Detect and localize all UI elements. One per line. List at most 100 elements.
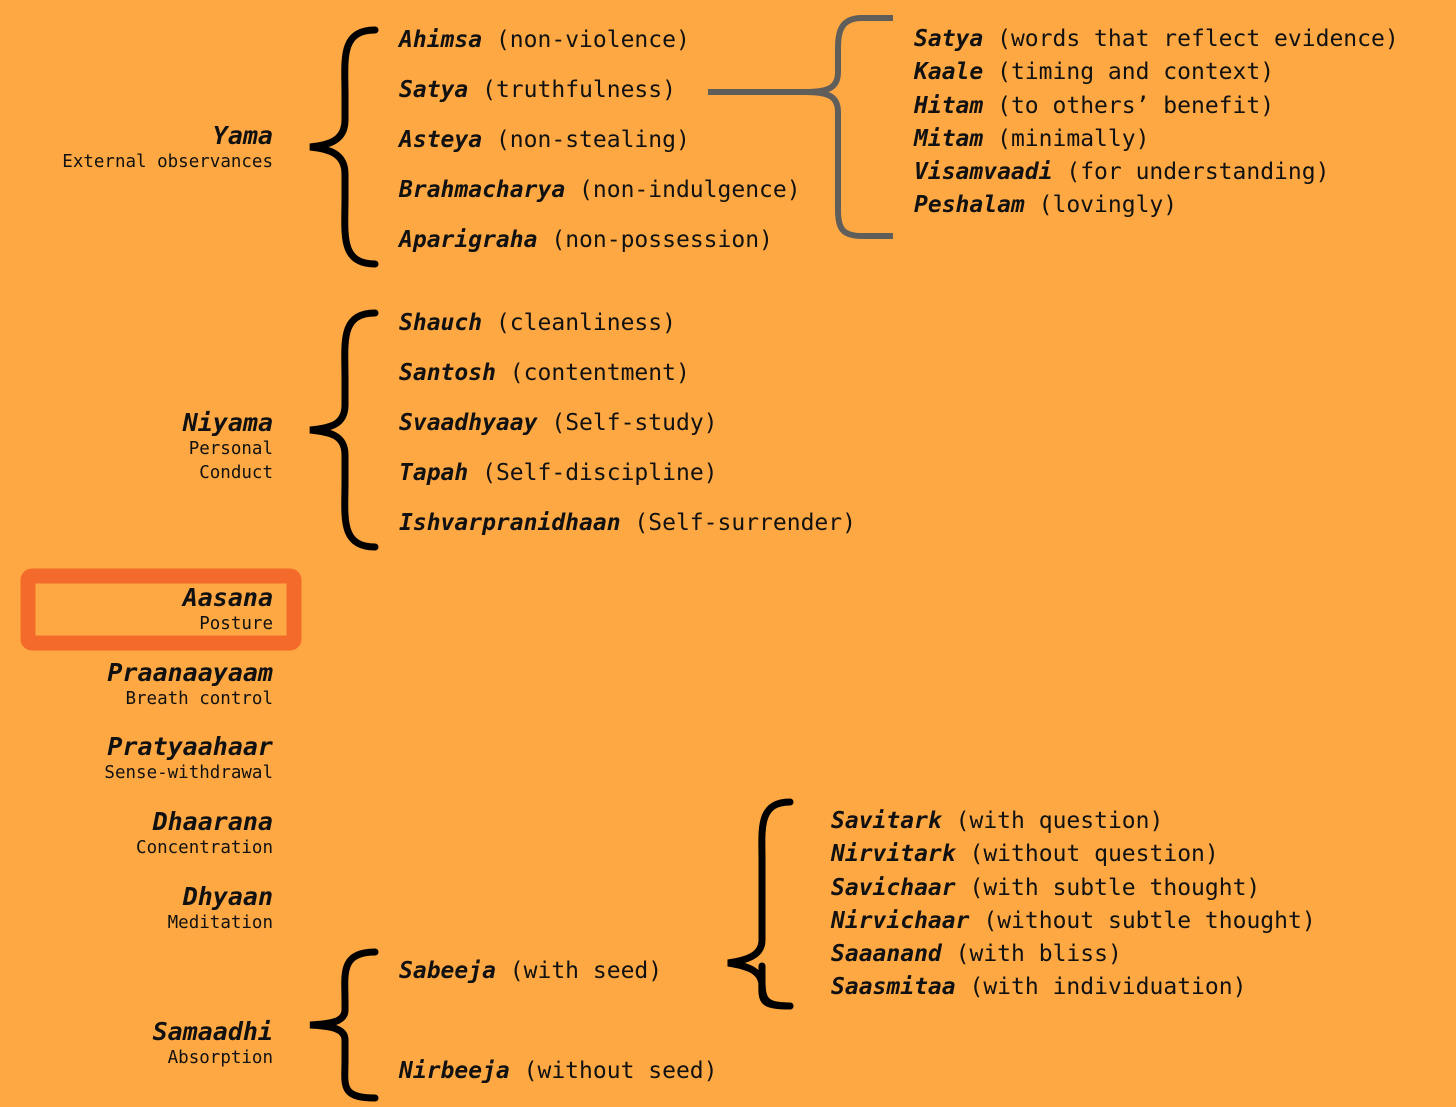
- item-meaning: (without subtle thought): [983, 907, 1316, 934]
- item-meaning: (with subtle thought): [969, 874, 1261, 901]
- limb-desc-line: Conduct: [199, 463, 273, 483]
- yama-item: Asteya (non-stealing): [399, 126, 690, 154]
- samaadhi-brace: [309, 948, 379, 1102]
- item-term: Satya: [914, 26, 984, 52]
- item-meaning: (for understanding): [1066, 159, 1330, 186]
- item-meaning: (timing and context): [997, 59, 1275, 86]
- limb-name: Pratyaahaar: [107, 732, 273, 761]
- item-meaning: (non-possession): [551, 227, 773, 253]
- limb-yama: Yama External observances: [62, 122, 273, 174]
- sabeeja-sub-item: Saasmitaa (with individuation): [831, 971, 1316, 1004]
- item-meaning: (with seed): [509, 958, 663, 984]
- item-term: Hitam: [914, 92, 984, 119]
- item-meaning: (without question): [969, 841, 1219, 868]
- item-meaning: (words that reflect evidence): [997, 26, 1399, 52]
- item-meaning: (with individuation): [969, 974, 1247, 1001]
- item-meaning: (minimally): [997, 125, 1150, 152]
- item-meaning: (cleanliness): [495, 310, 676, 336]
- sabeeja-sub-item: Saaanand (with bliss): [831, 938, 1316, 971]
- item-term: Santosh: [399, 360, 496, 386]
- yama-item: Satya (truthfulness): [399, 76, 676, 104]
- item-term: Ishvarpranidhaan: [399, 510, 621, 536]
- limb-desc: Posture: [199, 614, 273, 634]
- limb-desc: Concentration: [136, 838, 273, 858]
- limb-niyama: Niyama Personal Conduct: [183, 409, 273, 485]
- item-meaning: (Self-study): [551, 410, 718, 436]
- satya-sub-list: Satya (words that reflect evidence) Kaal…: [914, 23, 1399, 223]
- niyama-item: Tapah (Self-discipline): [399, 459, 718, 487]
- item-meaning: (Self-surrender): [634, 510, 856, 536]
- limb-desc: Sense-withdrawal: [104, 763, 273, 783]
- item-meaning: (with question): [955, 808, 1164, 834]
- limb-name: Niyama: [182, 408, 273, 437]
- limb-praanaayaam: Praanaayaam Breath control: [107, 659, 273, 711]
- item-term: Savichaar: [831, 874, 956, 901]
- item-term: Asteya: [399, 127, 483, 153]
- item-term: Tapah: [399, 460, 469, 486]
- item-meaning: (without seed): [523, 1058, 718, 1084]
- item-term: Nirbeeja: [399, 1058, 510, 1084]
- limb-dhaarana: Dhaarana Concentration: [136, 808, 273, 860]
- satya-sub-item: Peshalam (lovingly): [914, 189, 1399, 222]
- item-term: Nirvitark: [831, 841, 956, 868]
- item-term: Visamvaadi: [914, 159, 1053, 186]
- satya-sub-item: Satya (words that reflect evidence): [914, 23, 1399, 56]
- limb-aasana: Aasana Posture: [183, 584, 273, 636]
- item-term: Brahmacharya: [399, 177, 566, 203]
- item-term: Kaale: [914, 59, 984, 86]
- niyama-item: Shauch (cleanliness): [399, 309, 676, 337]
- niyama-item: Ishvarpranidhaan (Self-surrender): [399, 509, 856, 537]
- sabeeja-sub-item: Nirvichaar (without subtle thought): [831, 905, 1316, 938]
- limb-name: Aasana: [182, 583, 273, 612]
- item-meaning: (non-violence): [495, 27, 690, 53]
- item-term: Nirvichaar: [831, 907, 970, 934]
- satya-brace: [802, 15, 893, 239]
- satya-sub-item: Kaale (timing and context): [914, 56, 1399, 89]
- item-term: Ahimsa: [399, 27, 483, 53]
- limb-name: Yama: [212, 121, 273, 150]
- sabeeja-sub-list: Savitark (with question) Nirvitark (with…: [831, 805, 1316, 1005]
- niyama-item: Santosh (contentment): [399, 359, 690, 387]
- limb-desc: Breath control: [125, 689, 273, 709]
- limb-dhyaan: Dhyaan Meditation: [168, 883, 273, 935]
- item-term: Sabeeja: [399, 958, 496, 984]
- satya-sub-item: Mitam (minimally): [914, 123, 1399, 156]
- niyama-item: Svaadhyaay (Self-study): [399, 409, 718, 437]
- limb-name: Praanaayaam: [107, 658, 273, 687]
- satya-sub-item: Hitam (to others’ benefit): [914, 90, 1399, 123]
- samaadhi-item: Nirbeeja (without seed): [399, 1057, 718, 1085]
- limb-samaadhi: Samaadhi Absorption: [153, 1018, 273, 1070]
- sabeeja-sub-item: Savitark (with question): [831, 805, 1316, 838]
- aasana-highlight-box: [20, 568, 302, 651]
- limb-desc-line: Personal: [188, 439, 273, 459]
- item-term: Savitark: [831, 808, 942, 834]
- samaadhi-item: Sabeeja (with seed): [399, 957, 662, 985]
- sabeeja-sub-item: Nirvitark (without question): [831, 838, 1316, 871]
- item-meaning: (lovingly): [1038, 192, 1178, 219]
- item-meaning: (to others’ benefit): [997, 92, 1275, 119]
- satya-sub-item: Visamvaadi (for understanding): [914, 156, 1399, 189]
- item-term: Satya: [399, 77, 469, 103]
- item-term: Mitam: [914, 125, 984, 152]
- limb-desc: External observances: [62, 152, 273, 172]
- limb-desc: Absorption: [167, 1048, 273, 1068]
- yama-item: Aparigraha (non-possession): [399, 226, 773, 254]
- item-meaning: (truthfulness): [482, 77, 676, 103]
- limb-desc: Meditation: [167, 913, 273, 933]
- item-meaning: (with bliss): [955, 941, 1122, 968]
- item-meaning: (non-indulgence): [579, 177, 801, 203]
- item-term: Svaadhyaay: [399, 410, 538, 436]
- item-term: Aparigraha: [399, 227, 538, 253]
- item-term: Saasmitaa: [831, 974, 956, 1001]
- limb-pratyaahaar: Pratyaahaar Sense-withdrawal: [104, 733, 273, 785]
- niyama-brace: [309, 309, 379, 551]
- item-meaning: (Self-discipline): [482, 460, 718, 486]
- item-term: Peshalam: [914, 192, 1025, 219]
- yama-item: Ahimsa (non-violence): [399, 26, 690, 54]
- sabeeja-sub-item: Savichaar (with subtle thought): [831, 872, 1316, 905]
- item-term: Saaanand: [831, 941, 942, 968]
- item-meaning: (contentment): [509, 360, 690, 386]
- yama-brace: [309, 26, 379, 268]
- limb-name: Samaadhi: [152, 1017, 273, 1046]
